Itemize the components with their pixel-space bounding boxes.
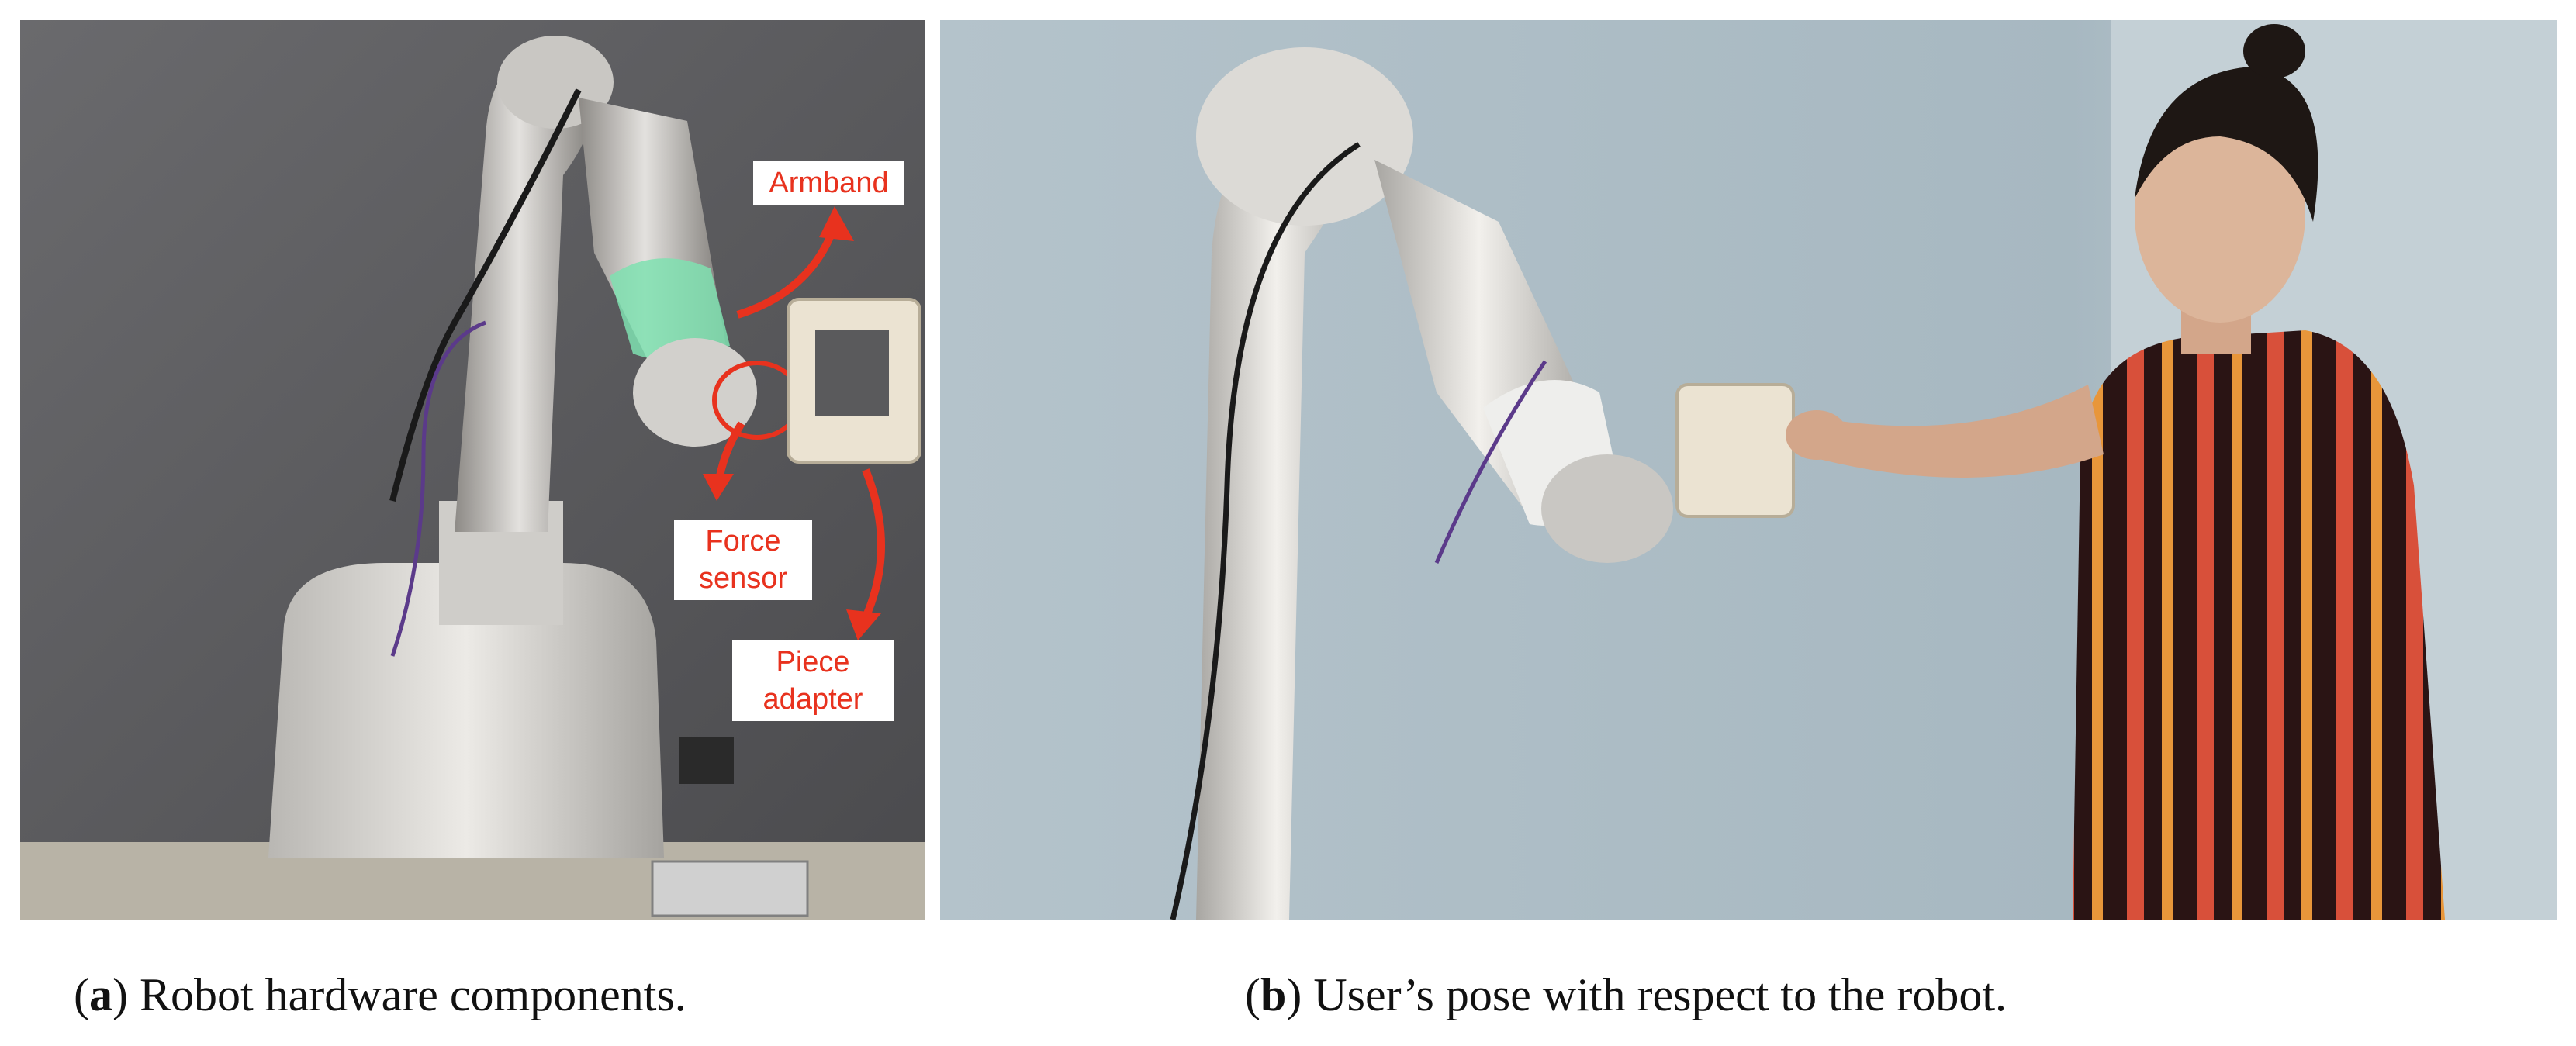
elbow-joint bbox=[1196, 47, 1413, 226]
robot-arm-photo bbox=[20, 20, 925, 920]
person-photo bbox=[940, 20, 2557, 920]
wrist bbox=[633, 338, 757, 447]
caption-b: (b) User’s pose with respect to the robo… bbox=[1245, 969, 2007, 1020]
piece-adapter bbox=[1675, 383, 1795, 518]
hair bbox=[2135, 67, 2318, 222]
armband bbox=[610, 258, 730, 360]
caption-a: (a) Robot hardware components. bbox=[74, 969, 686, 1020]
power-supply bbox=[651, 860, 809, 917]
caption-b-text: User’s pose with respect to the robot. bbox=[1302, 969, 2007, 1020]
caption-a-text: Robot hardware components. bbox=[127, 969, 686, 1020]
arm bbox=[1801, 385, 2104, 478]
caption-a-letter: a bbox=[88, 969, 112, 1020]
shirt bbox=[2073, 330, 2445, 920]
force-sensor-label: Force sensor bbox=[674, 520, 812, 600]
panel-b-photo bbox=[940, 20, 2557, 920]
robot-base bbox=[268, 563, 664, 858]
hand bbox=[1786, 410, 1848, 460]
upper-arm bbox=[455, 51, 598, 532]
caption-b-letter: b bbox=[1260, 969, 1287, 1020]
wrist bbox=[1541, 454, 1673, 563]
face bbox=[2135, 105, 2305, 323]
red-arrowhead-icon bbox=[703, 206, 881, 640]
armband-label: Armband bbox=[753, 161, 904, 205]
display-box bbox=[679, 737, 734, 784]
panel-a-photo: Armband Force sensor Piece adapter bbox=[20, 20, 925, 920]
piece-adapter-window bbox=[815, 330, 889, 416]
piece-adapter-label: Piece adapter bbox=[732, 640, 894, 721]
upper-arm bbox=[1196, 98, 1374, 920]
hair-bun bbox=[2243, 24, 2305, 78]
